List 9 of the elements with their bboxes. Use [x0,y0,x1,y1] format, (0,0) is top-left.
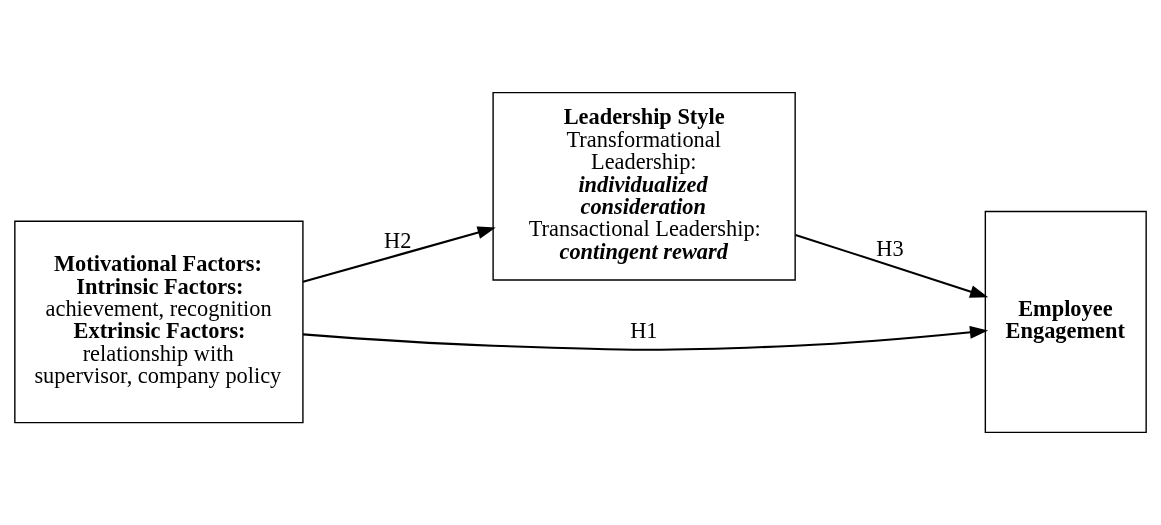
arrow [302,226,496,283]
arrow [795,233,989,298]
edge-label: H1 [630,318,658,344]
node-box: Leadership Style Transformational Leadership: individualized consideration Transactional Leadership: contingent reward [492,91,796,281]
node-box: Employee Engagement [984,210,1147,434]
edge-label: H2 [384,227,412,253]
node-box: Motivational Factors: Intrinsic Factors: achievement, recognition Extrinsic Factors: relationship with supervisor, company policy [14,220,304,424]
edge-label: H3 [876,235,904,261]
arrow [303,325,989,351]
